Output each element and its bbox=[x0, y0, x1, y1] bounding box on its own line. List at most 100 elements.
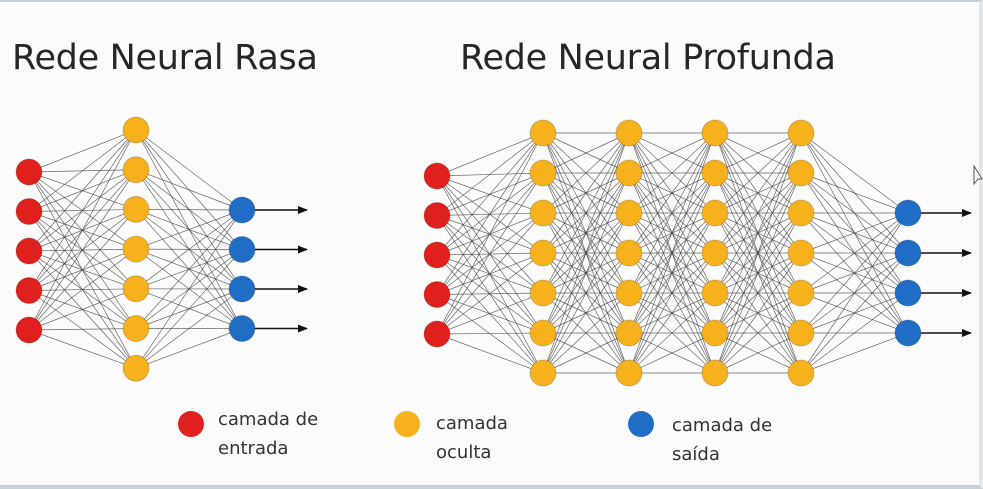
shallow-connection bbox=[135, 209, 243, 211]
shallow-output-node bbox=[228, 196, 256, 224]
shallow-edges bbox=[28, 129, 243, 369]
shallow-hidden-node bbox=[122, 116, 150, 144]
deep-input-node bbox=[423, 162, 451, 190]
shallow-network-title: Rede Neural Rasa bbox=[12, 38, 318, 78]
deep-connection bbox=[542, 132, 630, 174]
deep-input-node bbox=[423, 241, 451, 269]
deep-connection bbox=[628, 132, 716, 294]
deep-connection bbox=[800, 212, 909, 294]
deep-connection bbox=[436, 252, 544, 335]
shallow-connection bbox=[135, 209, 243, 250]
deep-connection bbox=[542, 132, 630, 374]
deep-connection bbox=[542, 172, 630, 374]
legend-output-line2: saída bbox=[672, 444, 720, 465]
deep-input-node bbox=[423, 202, 451, 229]
deep-output-node bbox=[894, 199, 922, 227]
legend-hidden-line2: oculta bbox=[436, 442, 492, 463]
shallow-hidden-node bbox=[122, 275, 150, 303]
shallow-output-node bbox=[228, 236, 256, 263]
deep-hidden-node bbox=[615, 199, 643, 227]
deep-connection bbox=[542, 252, 630, 374]
input-layer-swatch bbox=[178, 411, 204, 437]
deep-output-node bbox=[894, 239, 922, 267]
deep-connection bbox=[436, 132, 544, 216]
shallow-connection bbox=[135, 129, 243, 211]
shallow-connection bbox=[135, 209, 243, 369]
shallow-connection bbox=[28, 129, 137, 252]
shallow-connection bbox=[28, 329, 137, 369]
shallow-connection bbox=[28, 209, 137, 331]
deep-connection bbox=[628, 172, 716, 374]
deep-network bbox=[423, 119, 972, 387]
deep-connection bbox=[628, 292, 716, 374]
shallow-input-node bbox=[15, 158, 43, 186]
shallow-hidden-node bbox=[122, 315, 150, 342]
deep-connection bbox=[628, 132, 716, 254]
deep-connection bbox=[542, 292, 630, 374]
deep-hidden-node bbox=[701, 159, 729, 187]
shallow-connection bbox=[135, 249, 243, 369]
deep-hidden-node bbox=[787, 359, 815, 387]
shallow-connection bbox=[28, 169, 137, 331]
deep-hidden-node bbox=[701, 279, 729, 307]
deep-connection bbox=[714, 292, 802, 374]
deep-output-node bbox=[894, 319, 922, 347]
deep-connection bbox=[628, 132, 716, 174]
shallow-connection bbox=[135, 328, 243, 369]
deep-connection bbox=[542, 132, 630, 214]
deep-connection bbox=[800, 212, 909, 254]
deep-connection bbox=[628, 132, 716, 214]
deep-connection bbox=[714, 132, 802, 214]
deep-hidden-node bbox=[615, 279, 643, 307]
shallow-hidden-node bbox=[122, 156, 150, 184]
shallow-connection bbox=[28, 129, 137, 212]
mouse-cursor-icon bbox=[973, 165, 983, 186]
legend-input-line1: camada de bbox=[218, 409, 319, 430]
shallow-connection bbox=[28, 129, 137, 331]
legend-hidden-line1: camada bbox=[436, 413, 508, 434]
shallow-connection bbox=[28, 129, 137, 291]
deep-hidden-node bbox=[529, 119, 557, 147]
deep-hidden-node bbox=[787, 279, 815, 307]
deep-connection bbox=[542, 132, 630, 294]
deep-connection bbox=[800, 172, 909, 214]
deep-hidden-node bbox=[701, 119, 729, 147]
deep-hidden-node bbox=[787, 319, 815, 347]
deep-output-node bbox=[894, 279, 922, 307]
deep-connection bbox=[628, 252, 716, 374]
shallow-output-node bbox=[228, 275, 256, 303]
deep-hidden-node bbox=[615, 319, 643, 347]
deep-hidden-node bbox=[787, 159, 815, 187]
deep-hidden-node bbox=[529, 239, 557, 267]
deep-hidden-node bbox=[615, 239, 643, 267]
shallow-connection bbox=[135, 169, 243, 211]
deep-edges bbox=[436, 132, 909, 374]
deep-connection bbox=[436, 333, 544, 374]
deep-hidden-node bbox=[615, 119, 643, 147]
deep-connection bbox=[436, 132, 544, 295]
deep-connection bbox=[436, 132, 544, 335]
deep-connection bbox=[800, 212, 909, 374]
deep-hidden-node bbox=[701, 239, 729, 267]
deep-connection bbox=[714, 252, 802, 374]
deep-hidden-node bbox=[615, 359, 643, 387]
deep-connection bbox=[800, 332, 909, 374]
deep-connection bbox=[714, 132, 802, 294]
shallow-connection bbox=[28, 288, 137, 331]
deep-connection bbox=[436, 132, 544, 256]
legend-input-line2: entrada bbox=[218, 438, 289, 459]
deep-connection bbox=[436, 332, 544, 335]
deep-connection bbox=[542, 132, 630, 254]
deep-connection bbox=[714, 132, 802, 334]
deep-hidden-node bbox=[701, 319, 729, 347]
deep-hidden-node bbox=[787, 199, 815, 227]
deep-connection bbox=[714, 212, 802, 374]
shallow-input-node bbox=[15, 237, 43, 265]
deep-connection bbox=[714, 132, 802, 374]
shallow-connection bbox=[28, 248, 137, 331]
deep-connection bbox=[436, 132, 544, 177]
deep-connection bbox=[800, 132, 909, 214]
shallow-input-node bbox=[15, 316, 43, 344]
